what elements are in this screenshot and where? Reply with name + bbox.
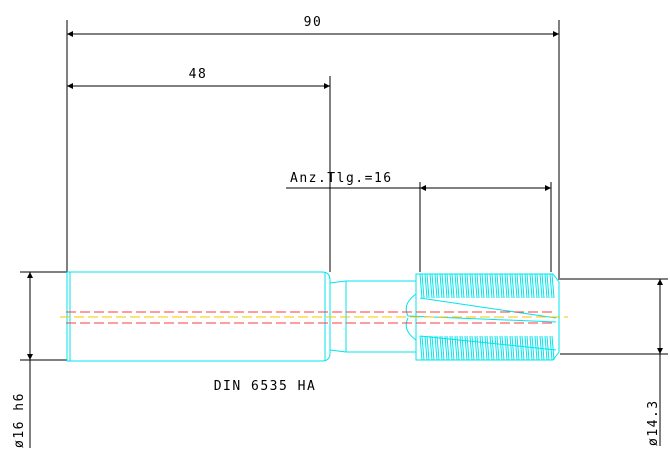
- thread-tooth: [469, 335, 475, 361]
- thread-tooth: [519, 273, 525, 299]
- thread-tooth: [529, 273, 535, 299]
- thread-tooth: [424, 335, 430, 361]
- thread-tooth: [509, 273, 515, 299]
- thread-tooth: [519, 335, 525, 361]
- thread-tooth: [489, 273, 495, 299]
- thread-tooth: [544, 273, 550, 299]
- thread-teeth-top: [419, 273, 555, 299]
- thread-tooth: [469, 273, 475, 299]
- thread-tooth: [524, 335, 530, 361]
- thread-tooth: [424, 273, 430, 299]
- shank-diameter-dimension: ø16 h6: [12, 271, 67, 448]
- thread-tooth: [504, 335, 510, 361]
- thread-tooth: [464, 273, 470, 299]
- thread-tooth: [479, 335, 485, 361]
- thread-tooth: [529, 335, 535, 361]
- thread-tooth: [539, 335, 545, 361]
- thread-tooth: [444, 273, 450, 299]
- thread-tooth: [429, 335, 435, 361]
- thread-tooth: [499, 273, 505, 299]
- thread-teeth-bottom: [419, 335, 555, 361]
- thread-tooth: [549, 273, 555, 299]
- thread-tooth: [454, 273, 460, 299]
- thread-tooth: [439, 335, 445, 361]
- thread-tooth: [524, 273, 530, 299]
- thread-outline: [415, 273, 560, 361]
- thread-tooth: [514, 335, 520, 361]
- thread-tooth: [419, 273, 425, 299]
- shank-length-label: 48: [189, 67, 208, 82]
- thread-tooth: [419, 335, 425, 361]
- thread-tooth: [454, 335, 460, 361]
- thread-tooth: [549, 335, 555, 361]
- thread-tooth: [509, 335, 515, 361]
- thread-tooth: [449, 273, 455, 299]
- thread-tooth: [479, 273, 485, 299]
- thread-tooth: [494, 335, 500, 361]
- thread-tooth: [459, 335, 465, 361]
- thread-tooth: [459, 273, 465, 299]
- thread-tooth: [539, 273, 545, 299]
- thread-tooth: [514, 273, 520, 299]
- thread-tooth: [489, 335, 495, 361]
- thread-tooth: [484, 273, 490, 299]
- shank-diameter-label: ø16 h6: [12, 392, 27, 448]
- thread-tooth: [434, 273, 440, 299]
- flute-relief: [405, 293, 557, 341]
- center-lines: [60, 311, 568, 324]
- thread-tooth: [444, 335, 450, 361]
- thread-tooth: [484, 335, 490, 361]
- thread-diameter-label: ø14.3: [646, 399, 661, 446]
- thread-tooth: [474, 335, 480, 361]
- thread-tooth: [464, 335, 470, 361]
- thread-tooth: [544, 335, 550, 361]
- thread-tooth: [449, 335, 455, 361]
- thread-diameter-dimension: ø14.3: [560, 278, 668, 446]
- thread-tooth: [494, 273, 500, 299]
- overall-length-label: 90: [304, 15, 323, 30]
- thread-tooth: [534, 335, 540, 361]
- thread-tooth: [534, 273, 540, 299]
- thread-tooth: [474, 273, 480, 299]
- designation-label: DIN 6535 HA: [214, 379, 317, 394]
- thread-tooth: [499, 335, 505, 361]
- thread-tooth: [504, 273, 510, 299]
- thread-tooth: [439, 273, 445, 299]
- thread-tooth: [429, 273, 435, 299]
- tap-body: [66, 271, 560, 362]
- overall-length-dimension: 90: [66, 15, 560, 280]
- thread-tooth: [434, 335, 440, 361]
- thread-length-dimension: Anz.Tlg.=16: [286, 171, 552, 272]
- shank-length-dimension: 48: [67, 67, 331, 272]
- thread-length-label: Anz.Tlg.=16: [290, 171, 393, 186]
